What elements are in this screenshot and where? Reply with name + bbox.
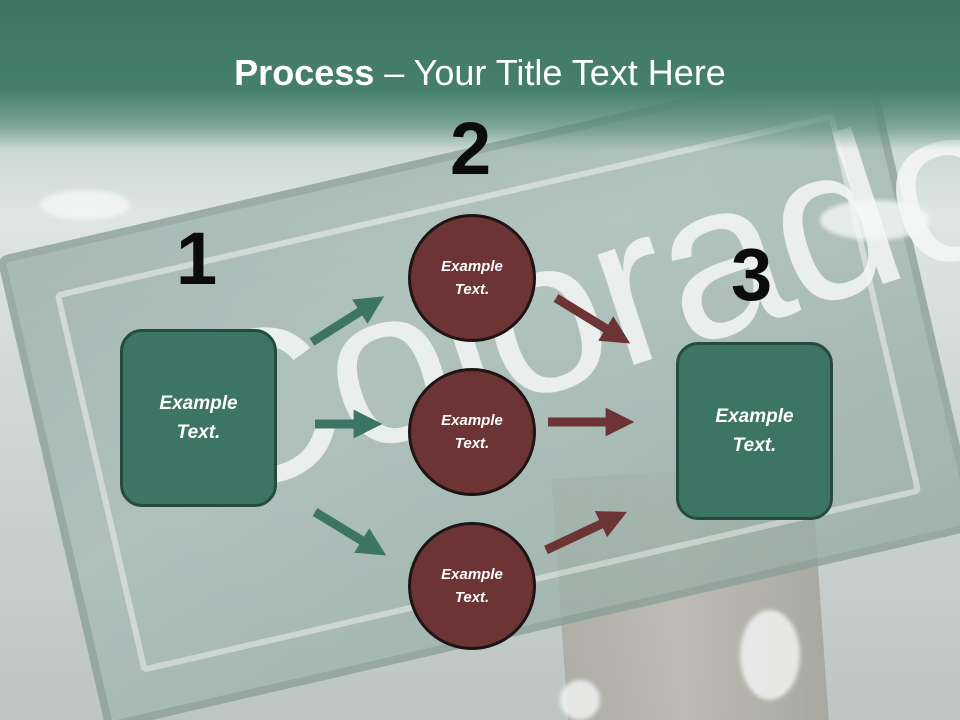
step-number-3: 3 — [731, 233, 773, 316]
arrow-1-to-2c — [312, 508, 387, 556]
title-bold: Process — [234, 52, 375, 93]
title-rest: – Your Title Text Here — [374, 52, 726, 93]
circle-text: Example Text. — [441, 258, 503, 298]
circle-text: Example Text. — [441, 566, 503, 606]
circle-text: Example Text. — [441, 412, 503, 452]
step-2-circle-top[interactable]: Example Text. — [408, 214, 536, 342]
step-1-text: Example Text. — [159, 393, 238, 443]
slide-title[interactable]: Process – Your Title Text Here — [0, 52, 960, 94]
arrow-2c-to-3 — [544, 511, 628, 555]
step-number-2: 2 — [450, 107, 492, 190]
arrow-2a-to-3 — [553, 294, 631, 344]
step-2-circle-bottom[interactable]: Example Text. — [408, 522, 536, 650]
step-number-1: 1 — [176, 217, 218, 300]
step-3-text: Example Text. — [715, 406, 794, 456]
arrow-1-to-2a — [309, 296, 385, 346]
step-3-box[interactable]: Example Text. — [676, 342, 833, 520]
step-2-circle-middle[interactable]: Example Text. — [408, 368, 536, 496]
step-1-box[interactable]: Example Text. — [120, 329, 277, 507]
title-band — [0, 0, 960, 150]
